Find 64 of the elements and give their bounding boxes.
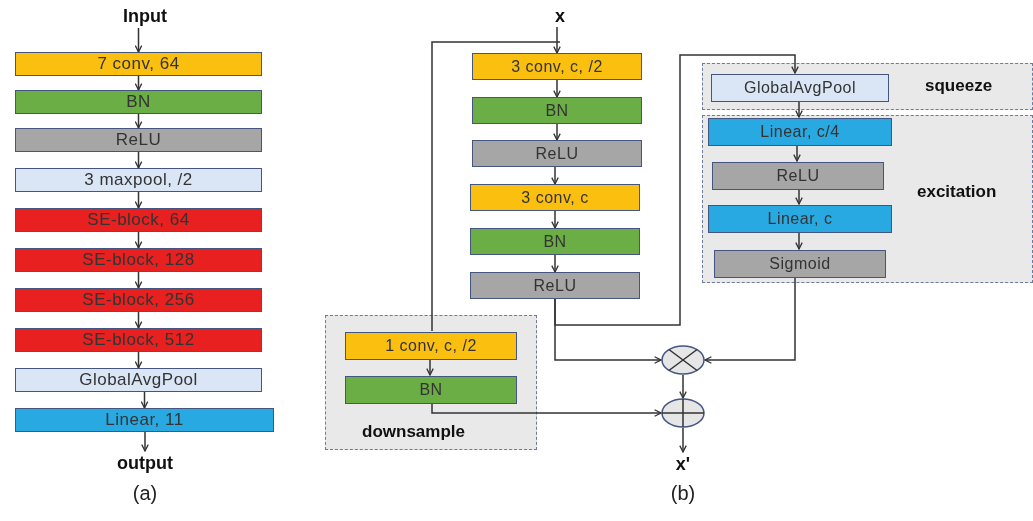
arrow: [134, 351, 143, 369]
io-label: output: [90, 451, 200, 475]
io-label: Input: [105, 4, 185, 28]
arrow: [134, 271, 143, 289]
layer-box: GlobalAvgPool: [711, 74, 889, 102]
dashed-group-panel: [325, 315, 537, 450]
arrow: [426, 358, 434, 376]
layer-box: ReLU: [472, 140, 642, 167]
arrow: [553, 123, 561, 141]
arrow: [141, 431, 149, 452]
dashed-group-panel: [702, 115, 1033, 283]
connector-line: [431, 41, 561, 332]
arrow: [551, 254, 559, 273]
layer-box: 3 conv, c: [470, 184, 640, 211]
dashed-group-panel: [702, 63, 1033, 110]
arrow: [793, 144, 801, 162]
layer-box: 1 conv, c, /2: [345, 332, 517, 360]
layer-box: SE-block, 64: [15, 208, 262, 232]
layer-box: ReLU: [470, 272, 640, 299]
layer-box: Sigmoid: [714, 250, 886, 278]
panel-label: (b): [669, 482, 697, 505]
arrow: [554, 54, 799, 326]
arrow: [134, 113, 143, 129]
arrow: [551, 210, 559, 229]
arrow: [140, 391, 149, 409]
arrow: [134, 151, 143, 169]
io-label: x': [671, 452, 695, 476]
group-heading: downsample: [362, 422, 465, 442]
group-heading: squeeze: [925, 76, 993, 96]
layer-box: SE-block, 512: [15, 328, 262, 352]
arrow: [679, 427, 687, 453]
layer-box: BN: [472, 97, 642, 124]
layer-box: GlobalAvgPool: [15, 368, 262, 392]
arrow: [134, 311, 143, 329]
arrow: [554, 298, 662, 364]
arrow: [134, 231, 143, 249]
layer-box: Linear, 11: [15, 408, 274, 432]
group-heading: excitation: [917, 182, 997, 202]
arrow: [795, 188, 803, 205]
io-label: x: [550, 5, 570, 27]
arrow: [551, 166, 559, 185]
layer-box: BN: [15, 90, 262, 114]
arrow: [134, 27, 143, 53]
layer-box: BN: [345, 376, 517, 404]
layer-box: 7 conv, 64: [15, 52, 262, 76]
layer-box: BN: [470, 228, 640, 255]
arrow: [553, 79, 561, 98]
layer-box: SE-block, 256: [15, 288, 262, 312]
arrow: [795, 231, 803, 250]
arrow: [795, 100, 803, 118]
layer-box: Linear, c/4: [708, 118, 892, 146]
layer-box: 3 conv, c, /2: [472, 53, 642, 80]
layer-box: ReLU: [712, 162, 884, 190]
arrow: [431, 402, 662, 417]
layer-box: Linear, c: [708, 205, 892, 233]
arrow: [679, 374, 687, 399]
arrow: [553, 26, 561, 54]
layer-box: 3 maxpool, /2: [15, 168, 262, 192]
layer-box: ReLU: [15, 128, 262, 152]
layer-box: SE-block, 128: [15, 248, 262, 272]
arrow: [134, 191, 143, 209]
arrow: [134, 75, 143, 91]
arrow: [704, 276, 796, 364]
panel-label: (a): [131, 482, 159, 505]
